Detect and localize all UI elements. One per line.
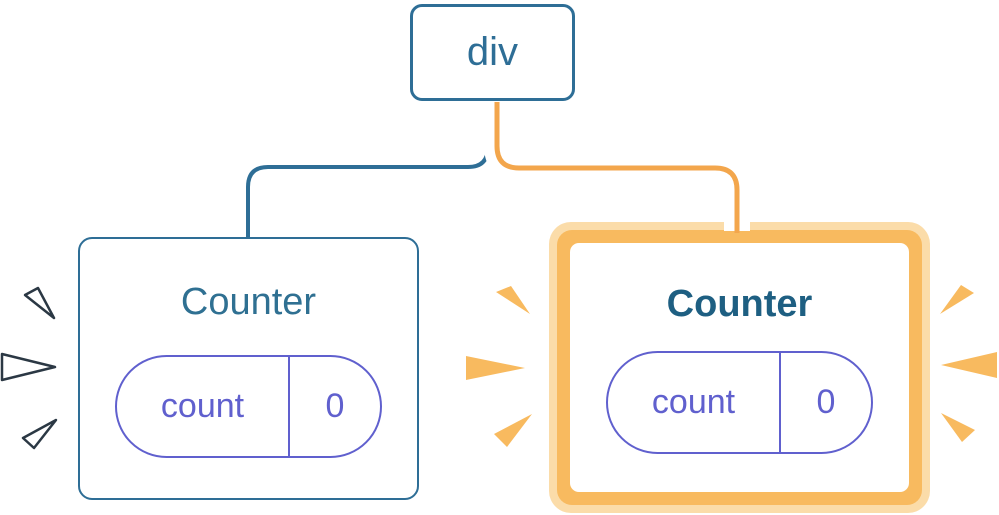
- root-div-node: div: [410, 4, 575, 101]
- state-value-right: 0: [816, 383, 836, 421]
- spark-burst-right: [940, 285, 997, 442]
- state-key-right: count: [608, 353, 781, 452]
- spark-icon: [496, 286, 530, 314]
- spark-icon: [494, 414, 532, 447]
- root-div-label: div: [466, 30, 519, 74]
- counter-title-left: Counter: [180, 281, 317, 323]
- spark-icon: [941, 352, 997, 378]
- spark-icon: [466, 356, 525, 380]
- state-key-left: count: [117, 357, 290, 456]
- connector-orange-line: [494, 102, 740, 233]
- state-value-left: 0: [325, 387, 345, 425]
- connector-blue-line: [246, 102, 490, 239]
- spark-icon: [941, 413, 975, 442]
- spark-icon: [21, 418, 58, 450]
- spark-icon: [0, 352, 57, 382]
- connector-orange-casing: [484, 102, 750, 231]
- spark-burst-middle: [466, 286, 532, 447]
- spark-icon: [940, 285, 974, 314]
- state-pill-left: count 0: [115, 355, 382, 458]
- counter-title-right: Counter: [666, 283, 813, 325]
- spark-burst-left: [0, 286, 58, 450]
- counter-node-right-highlighted: Counter count 0: [549, 222, 930, 513]
- state-pill-right: count 0: [606, 351, 873, 454]
- counter-node-left: Counter count 0: [78, 237, 419, 500]
- highlight-border: Counter count 0: [557, 230, 922, 505]
- spark-icon: [23, 286, 56, 320]
- counter-node-right-inner: Counter count 0: [570, 243, 909, 492]
